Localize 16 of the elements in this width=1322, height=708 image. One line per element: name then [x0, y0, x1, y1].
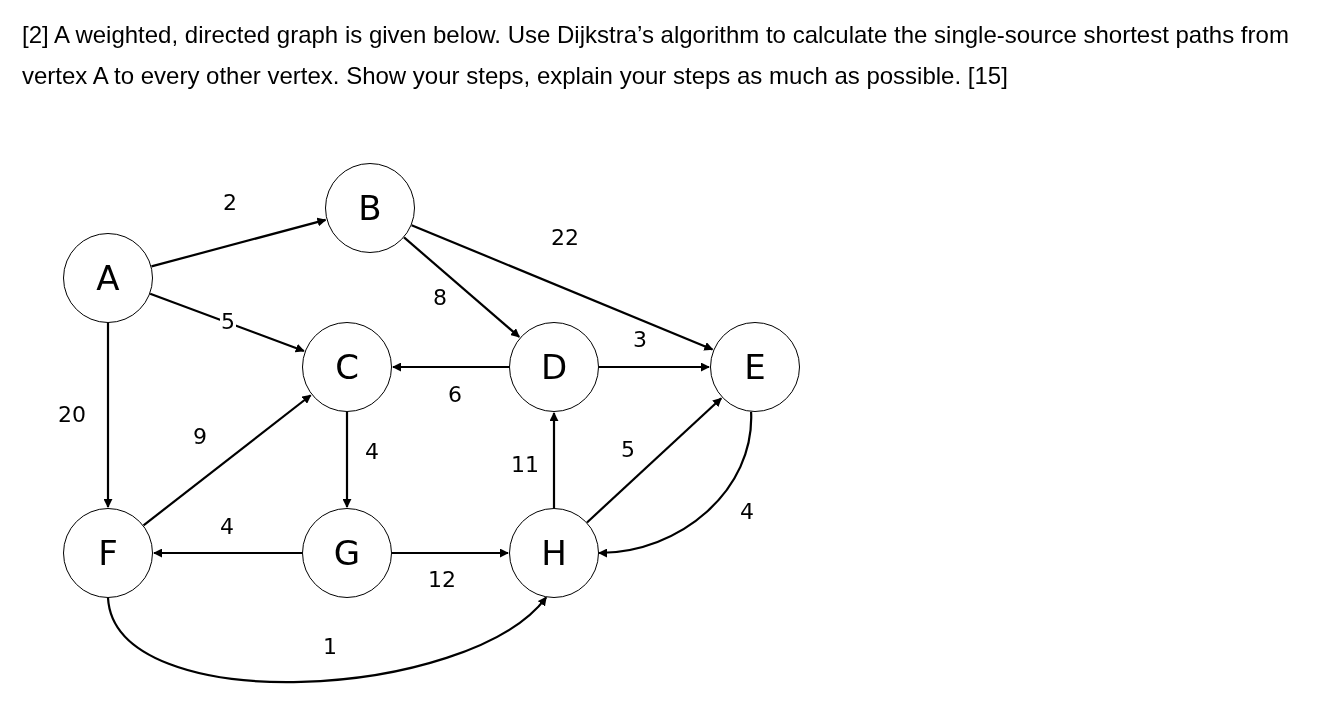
arrow: [549, 412, 559, 508]
arrow: [598, 411, 753, 557]
arrow: [151, 217, 327, 268]
arrow: [106, 596, 547, 683]
arrow: [392, 362, 509, 372]
arrow: [149, 292, 305, 353]
arrow: [599, 362, 710, 372]
arrow: [411, 224, 714, 351]
arrow: [153, 548, 302, 558]
question-text: [2] A weighted, directed graph is given below. Use Dijkstra’s algorithm to calculate the single-source shortest paths from vertex A to every other vertex. Show your steps, explain your steps as much as possible. [15]: [22, 20, 1290, 91]
arrow: [586, 397, 722, 524]
arrow: [392, 548, 509, 558]
arrow: [103, 323, 113, 508]
arrow: [142, 394, 312, 527]
arrow: [342, 412, 352, 508]
arrow: [403, 236, 520, 338]
